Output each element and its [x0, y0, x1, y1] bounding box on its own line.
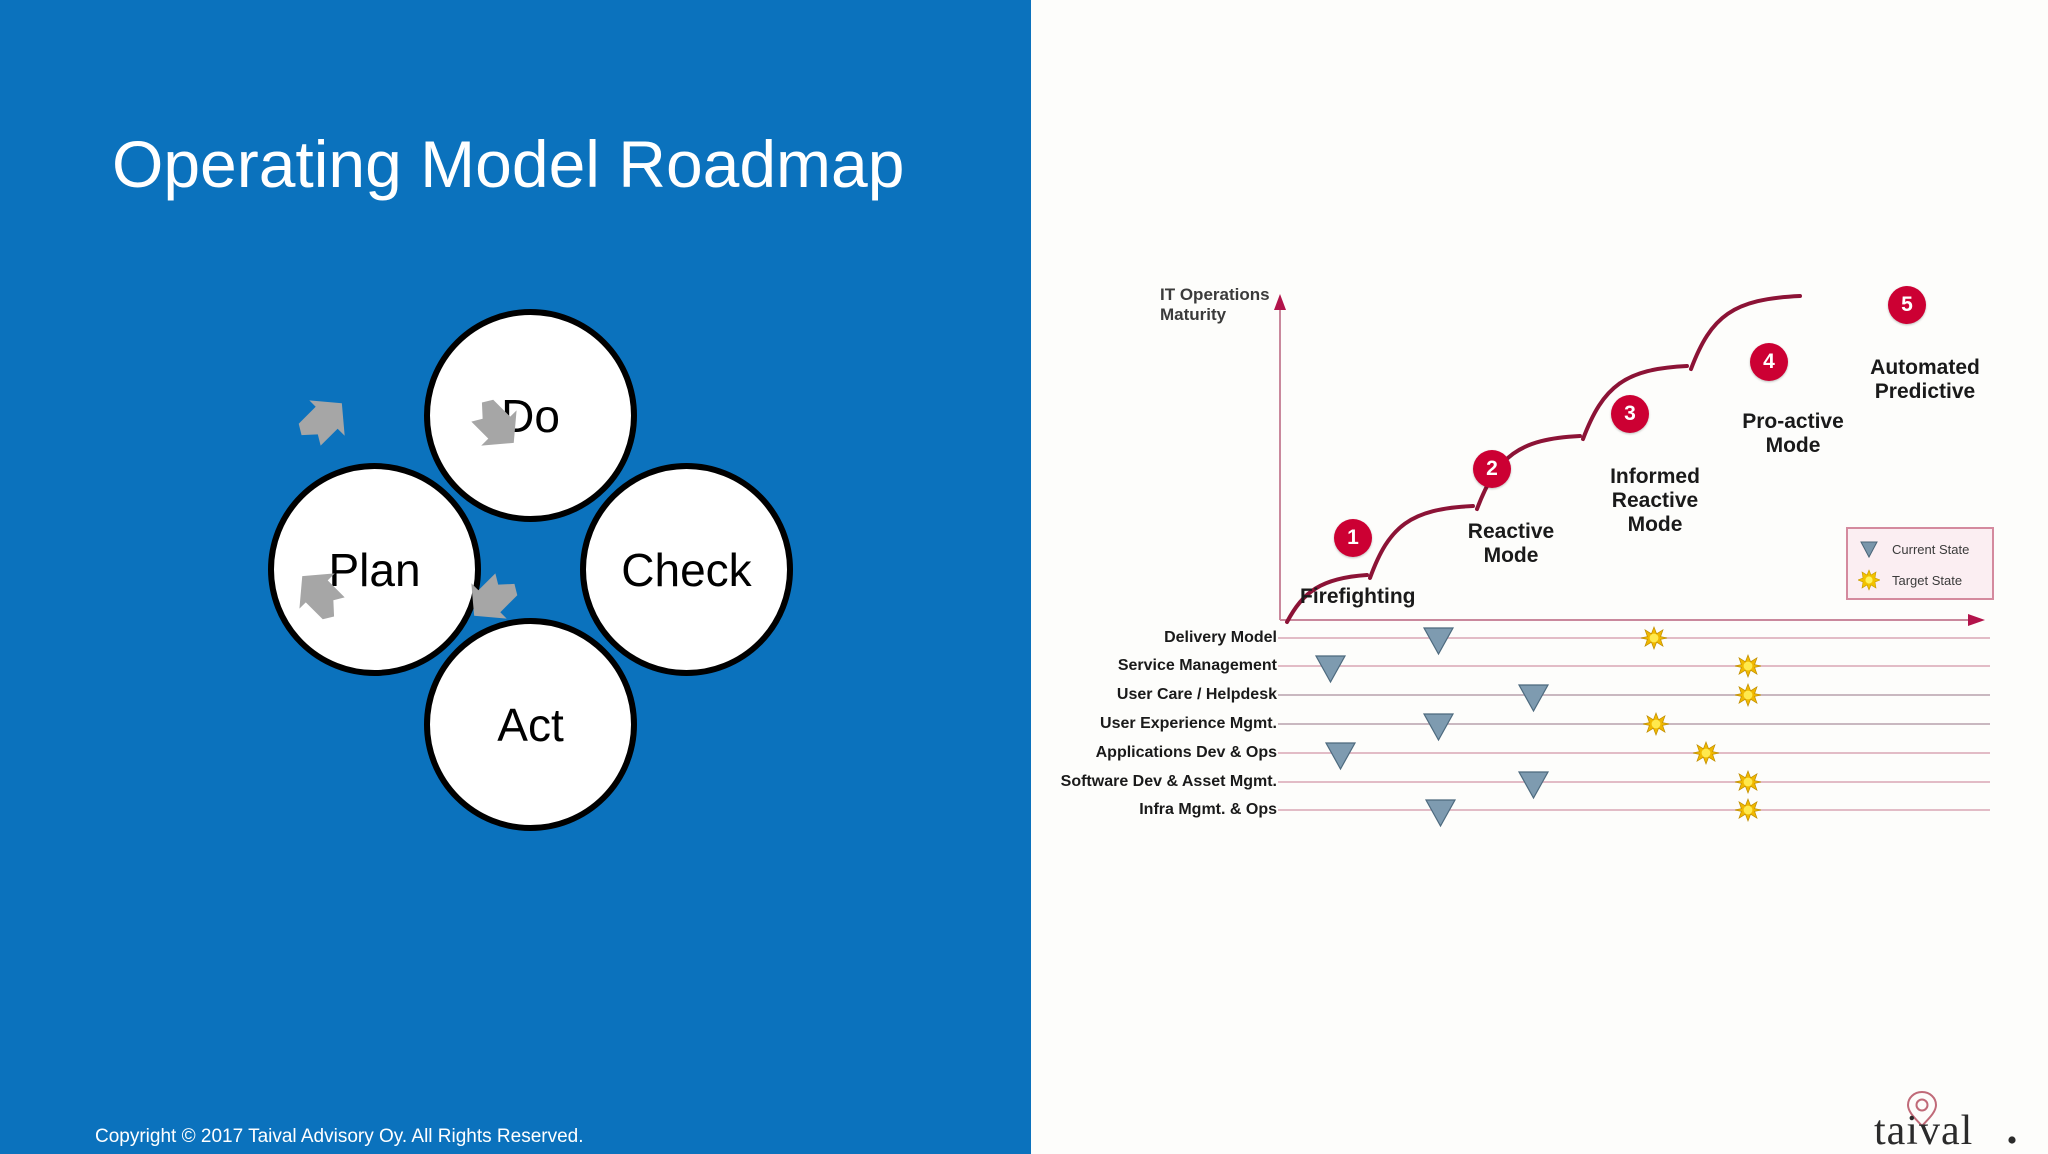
curved-arrow-icon [442, 381, 535, 474]
stage-label-2: Reactive Mode [1446, 520, 1576, 568]
row-label-user-experience-mgmt: User Experience Mgmt. [1100, 715, 1277, 732]
pdca-node-act-label: Act [497, 698, 564, 751]
target-state-marker [1640, 626, 1668, 650]
curved-arrow-icon [442, 544, 535, 637]
curved-arrow-icon [280, 544, 373, 637]
row-label-service-management: Service Management [1117, 657, 1277, 674]
triangle-down-icon [1860, 541, 1878, 559]
location-pin-icon [1906, 1090, 1938, 1128]
svg-text:taival: taival [1874, 1108, 1973, 1150]
y-axis-title-line1: IT Operations [1160, 285, 1270, 304]
row-label-infra-mgmt-ops: Infra Mgmt. & Ops [1139, 801, 1277, 818]
stage-label-5-line1: Automated [1870, 356, 1980, 379]
target-state-marker [1642, 712, 1670, 736]
stage-label-2-line1: Reactive [1467, 520, 1555, 543]
current-state-marker [1422, 713, 1455, 742]
left-blue-panel: Operating Model Roadmap Do Check Act Pla… [0, 0, 1031, 1154]
pdca-node-check-label: Check [621, 543, 752, 596]
stage-label-5: Automated Predictive [1840, 356, 2010, 404]
capability-rows-plot [1278, 626, 1990, 828]
stage-label-3-line3: Mode [1627, 513, 1683, 537]
current-state-marker [1324, 742, 1357, 771]
stage-label-4-line2: Mode [1765, 434, 1821, 458]
target-state-marker [1734, 798, 1762, 822]
legend-label-target-state: Target State [1892, 572, 1963, 588]
stage-label-2-line2: Mode [1483, 544, 1539, 568]
current-state-marker [1314, 655, 1347, 684]
current-state-marker [1517, 684, 1550, 713]
pdca-node-plan[interactable]: Plan [268, 463, 481, 676]
stage-badge-5: 5 [1888, 286, 1926, 324]
page-title: Operating Model Roadmap [112, 127, 905, 201]
current-state-marker [1517, 771, 1550, 800]
stage-label-3: Informed Reactive Mode [1580, 465, 1730, 537]
starburst-icon [1858, 569, 1880, 591]
curved-arrow-icon [280, 381, 373, 474]
stage-label-3-line1: Informed [1610, 465, 1700, 488]
stage-label-4-line1: Pro-active [1742, 410, 1844, 433]
target-state-marker [1734, 654, 1762, 678]
pdca-node-check[interactable]: Check [580, 463, 793, 676]
y-axis-title-line2: Maturity [1160, 305, 1227, 325]
row-label-user-care-helpdesk: User Care / Helpdesk [1116, 686, 1277, 703]
row-label-delivery-model: Delivery Model [1164, 629, 1277, 646]
stage-badge-5-number: 5 [1901, 293, 1913, 316]
row-label-software-dev-asset-mgmt: Software Dev & Asset Mgmt. [1060, 773, 1277, 790]
y-axis-title: IT Operations Maturity [1160, 285, 1270, 325]
current-state-marker [1422, 627, 1455, 656]
stage-badge-3-number: 3 [1624, 402, 1636, 425]
stage-badge-1: 1 [1334, 519, 1372, 557]
legend-item-current-state: Current State [1858, 538, 1969, 560]
target-state-marker [1734, 770, 1762, 794]
pdca-cycle-diagram: Do Check Act Plan [190, 290, 850, 950]
pdca-node-act[interactable]: Act [424, 618, 637, 831]
current-state-marker [1424, 799, 1457, 828]
stage-label-1: Firefighting [1300, 585, 1450, 609]
stage-label-5-line2: Predictive [1874, 380, 1976, 404]
stage-label-1-line1: Firefighting [1300, 585, 1416, 608]
stage-label-4: Pro-active Mode [1718, 410, 1868, 458]
stage-label-3-line2: Reactive [1611, 489, 1699, 513]
chart-legend: Current State Target State [1846, 527, 1994, 600]
capability-row-labels: Delivery Model Service Management User C… [1055, 0, 1277, 1154]
legend-label-current-state: Current State [1892, 541, 1970, 557]
legend-item-target-state: Target State [1858, 569, 1962, 591]
target-state-marker [1734, 683, 1762, 707]
target-state-marker [1692, 741, 1720, 765]
stage-badge-3: 3 [1611, 395, 1649, 433]
stage-badge-1-number: 1 [1347, 526, 1359, 549]
maturity-axes-and-curves [1274, 294, 1985, 626]
pdca-node-plan-label: Plan [328, 543, 421, 596]
stage-badge-2-number: 2 [1486, 457, 1498, 480]
row-label-applications-dev-ops: Applications Dev & Ops [1095, 744, 1277, 761]
stage-badge-2: 2 [1473, 450, 1511, 488]
stage-badge-4-number: 4 [1763, 350, 1775, 373]
copyright-notice: Copyright © 2017 Taival Advisory Oy. All… [95, 1126, 584, 1147]
stage-badge-4: 4 [1750, 343, 1788, 381]
taival-logo: taival [1862, 1088, 2032, 1154]
